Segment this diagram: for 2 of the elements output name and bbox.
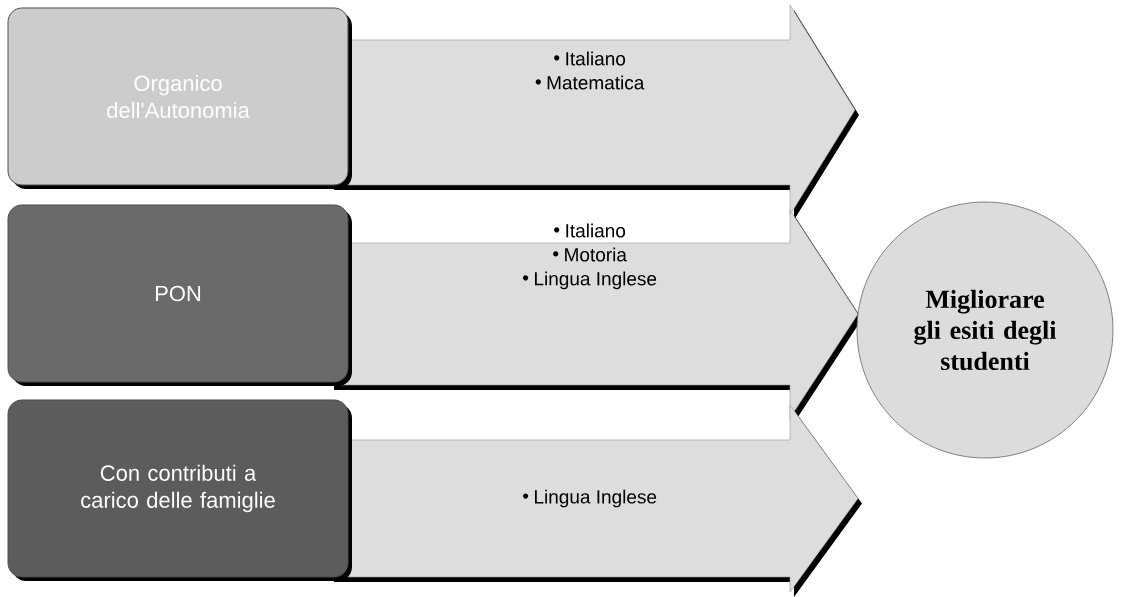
rounded-box: PON	[7, 204, 352, 386]
rounded-box: Con contributi a carico delle famiglie	[7, 399, 352, 581]
